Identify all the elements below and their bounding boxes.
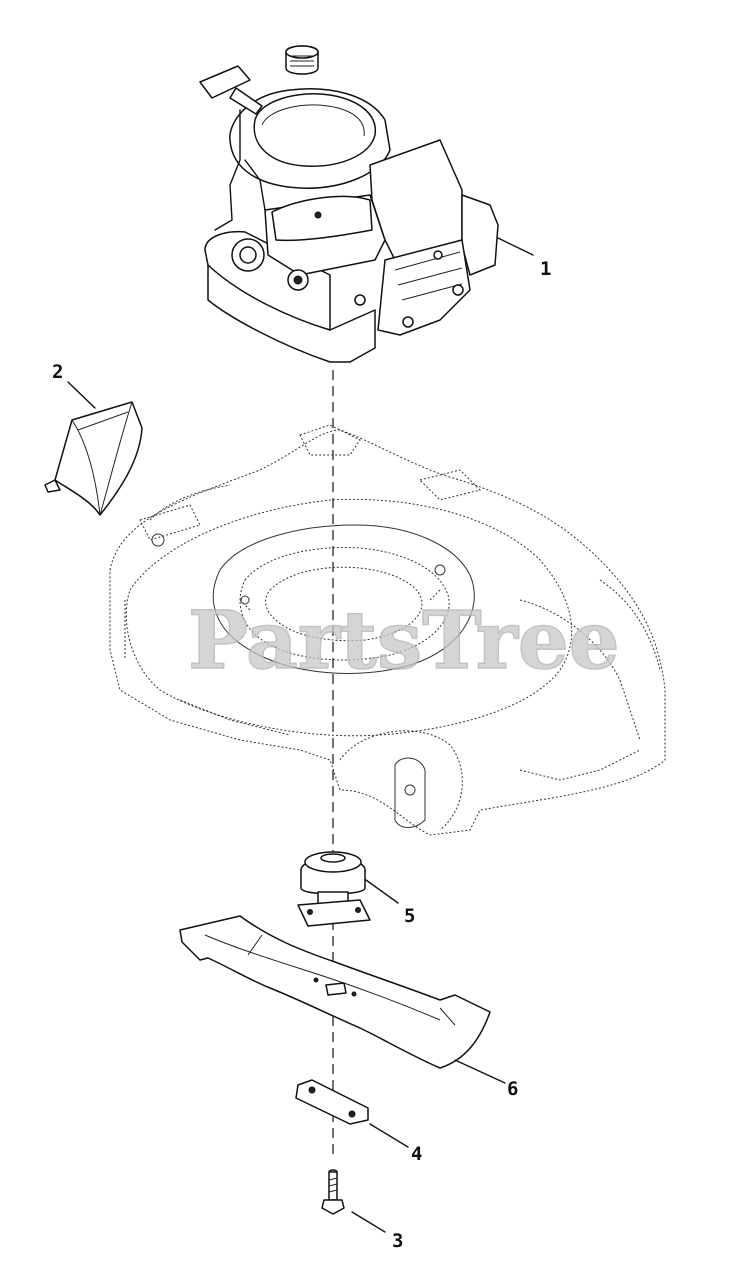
- blade-bolt-part[interactable]: [321, 1169, 345, 1215]
- watermark-text: PartsTree: [188, 593, 620, 687]
- engine-part[interactable]: [199, 45, 499, 363]
- callout-leader-2: [67, 381, 96, 409]
- callout-leader-3: [351, 1211, 386, 1233]
- blade-adapter-part[interactable]: [297, 851, 371, 927]
- callout-3[interactable]: 3: [392, 1230, 403, 1252]
- deflector-part[interactable]: [44, 401, 143, 516]
- callout-4[interactable]: 4: [411, 1143, 422, 1165]
- stiffener-part[interactable]: [295, 1079, 369, 1125]
- callout-6[interactable]: 6: [507, 1078, 518, 1100]
- callout-leader-1: [497, 237, 534, 256]
- callout-5[interactable]: 5: [404, 905, 415, 927]
- callout-leader-4: [369, 1123, 409, 1148]
- callout-leader-6: [454, 1059, 506, 1084]
- callout-2[interactable]: 2: [52, 361, 63, 383]
- blade-part[interactable]: [179, 915, 491, 1069]
- callout-1[interactable]: 1: [540, 258, 551, 280]
- mower-deck: [109, 424, 666, 836]
- callout-leader-5: [365, 879, 399, 904]
